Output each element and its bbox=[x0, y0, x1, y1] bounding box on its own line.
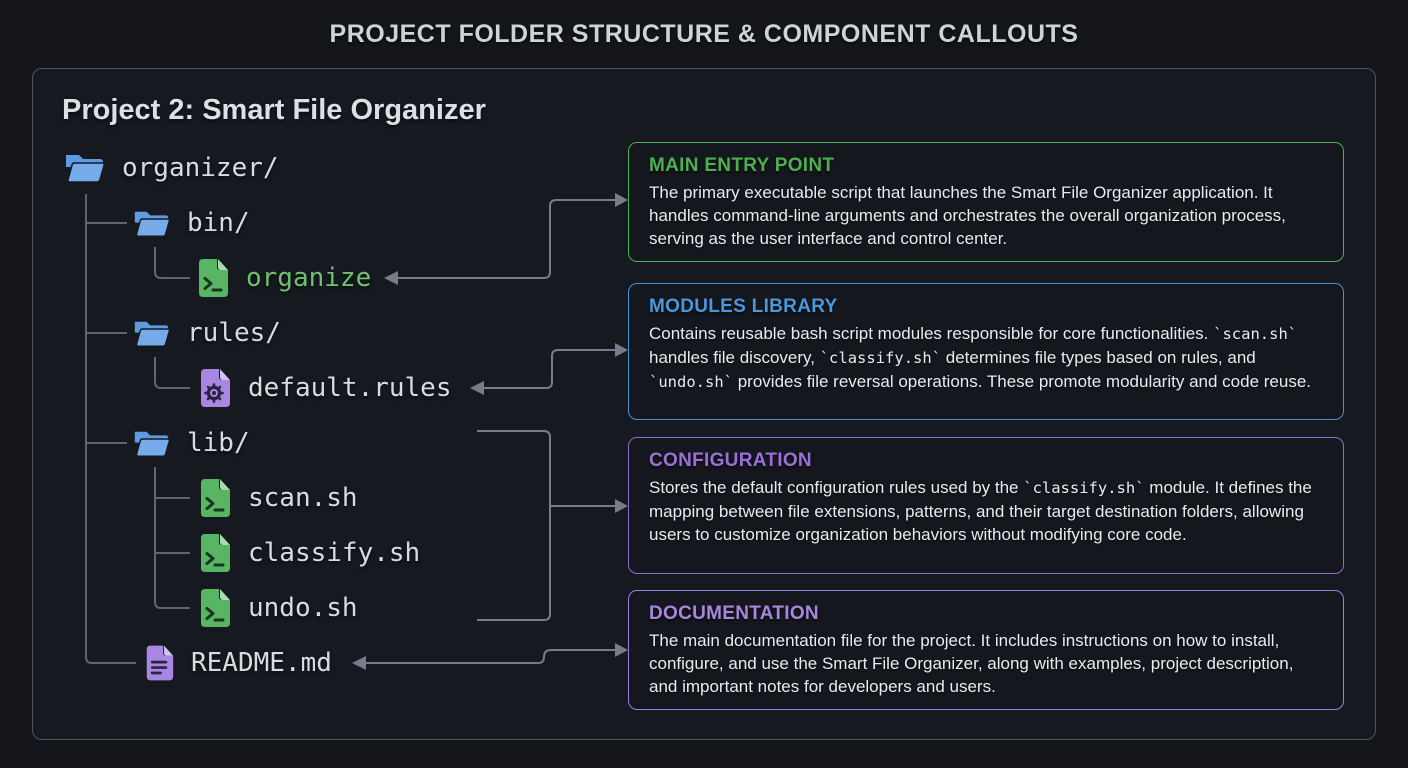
tree-item-label: classify.sh bbox=[248, 538, 421, 568]
tree-item-organize: organize bbox=[196, 256, 371, 300]
callout-title: DOCUMENTATION bbox=[649, 603, 819, 624]
tree-item-organizer: organizer/ bbox=[64, 146, 279, 190]
callout-body: The primary executable script that launc… bbox=[649, 183, 1286, 248]
project-panel-title: Project 2: Smart File Organizer bbox=[62, 94, 486, 126]
tree-item-label: organizer/ bbox=[122, 153, 279, 183]
rules-file-icon bbox=[201, 369, 230, 407]
folder-open-icon bbox=[66, 155, 105, 183]
shell-script-icon bbox=[201, 479, 230, 517]
tree-item-label: lib/ bbox=[187, 428, 250, 458]
tree-item-label: default.rules bbox=[248, 373, 452, 403]
tree-item-default-rules: default.rules bbox=[198, 366, 452, 410]
tree-item-lib: lib/ bbox=[133, 421, 250, 465]
markdown-doc-icon bbox=[146, 645, 174, 681]
text-lines-glyph bbox=[150, 660, 168, 675]
tree-item-label: scan.sh bbox=[248, 483, 358, 513]
folder-icon bbox=[134, 431, 171, 457]
shell-script-icon bbox=[201, 534, 230, 572]
gear-glyph bbox=[204, 383, 224, 403]
tree-item-label: rules/ bbox=[187, 318, 281, 348]
folder-icon bbox=[134, 321, 171, 347]
tree-item-bin: bin/ bbox=[133, 201, 250, 245]
page-title: PROJECT FOLDER STRUCTURE & COMPONENT CAL… bbox=[329, 20, 1079, 48]
callout-title: MAIN ENTRY POINT bbox=[649, 155, 835, 176]
callout-body: Contains reusable bash script modules re… bbox=[649, 324, 1311, 391]
tree-item-label: bin/ bbox=[187, 208, 250, 238]
shell-script-icon bbox=[201, 589, 230, 627]
tree-item-label: README.md bbox=[191, 648, 332, 678]
tree-item-label: undo.sh bbox=[248, 593, 358, 623]
tree-item-readme: README.md bbox=[144, 641, 332, 685]
callout-main-entry-point: MAIN ENTRY POINT The primary executable … bbox=[628, 142, 1344, 262]
tree-item-classify: classify.sh bbox=[198, 531, 420, 575]
callout-title: CONFIGURATION bbox=[649, 450, 812, 471]
tree-item-undo: undo.sh bbox=[198, 586, 358, 630]
folder-icon bbox=[134, 211, 171, 237]
tree-item-label: organize bbox=[246, 263, 372, 293]
tree-item-scan: scan.sh bbox=[198, 476, 358, 520]
callout-title: MODULES LIBRARY bbox=[649, 296, 838, 317]
shell-script-icon bbox=[199, 259, 228, 297]
callout-modules-library: MODULES LIBRARY Contains reusable bash s… bbox=[628, 283, 1344, 420]
callout-body: The main documentation file for the proj… bbox=[649, 631, 1294, 696]
callout-configuration: CONFIGURATION Stores the default configu… bbox=[628, 437, 1344, 574]
tree-item-rules: rules/ bbox=[133, 311, 281, 355]
callout-body: Stores the default configuration rules u… bbox=[649, 478, 1312, 544]
callout-documentation: DOCUMENTATION The main documentation fil… bbox=[628, 590, 1344, 710]
